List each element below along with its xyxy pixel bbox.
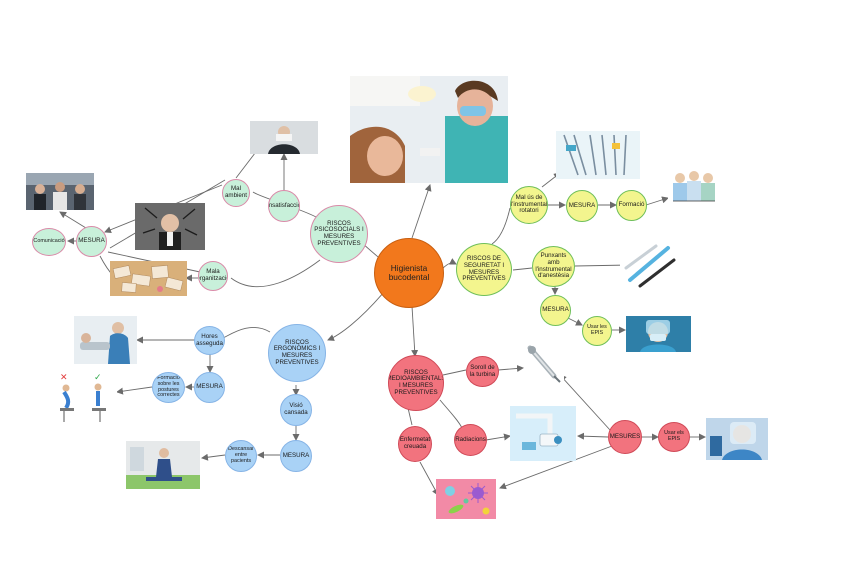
risk-turbine-noise-node: Soroll de la turbina [466,356,499,387]
ergonomic-measure-1-node: MESURA [194,372,225,403]
cluttered-papers-photo [110,261,187,296]
connector [577,432,609,440]
risk-sitting-hours-node: Hores asseguda [194,326,225,355]
connector [485,433,511,441]
safety-measure-2-label: MESURA [542,306,569,314]
businessman-frustrated-photo [250,121,318,154]
measure-use-ppe-label: Usar les EPIS [587,324,607,336]
risk-eye-strain-node: Visió cansada [280,394,312,426]
psychosocial-measure-node: MESURA [76,226,107,257]
svg-text:✕: ✕ [60,373,68,383]
measure-rest-between-patients-label: Descansar entre pacients [228,446,254,464]
risk-eye-strain-label: Visió cansada [284,402,308,416]
risk-rotary-instruments-label: Mal ús de l'instrumental rotatori [510,193,548,215]
central-topic-label: Higienista bucodental [388,263,430,282]
connector [116,386,153,395]
correct-posture-illustration: ✕ ✓ [50,370,117,424]
dental-instruments-photo [556,131,640,179]
hygienist-treating-patient-photo [350,76,508,183]
psychosocial-measure-label: MESURA [78,237,105,245]
svg-text:✓: ✓ [94,373,102,383]
connector [567,317,583,326]
risk-sitting-hours-label: Hores asseguda [196,332,223,347]
needles-syringes-photo [620,240,678,290]
psychosocial-risks-node: RISCOS PSICOSOCIALS I MESURES PREVENTIVE… [310,205,368,263]
office-team-conflict-photo [26,173,94,210]
measure-rest-between-patients-node: Descansar entre pacients [225,440,257,472]
connector [442,258,457,269]
dental-turbine-photo [524,342,564,386]
measure-training-node: Formació [616,190,647,221]
dentist-ergonomics-photo [74,316,137,364]
connector [419,461,439,496]
connector [497,364,524,372]
measure-communication-label: Comunicació [33,238,65,245]
ergonomic-risks-node: RISCOS ERGONÒMICS I MESURES PREVENTIVES [268,324,326,382]
environmental-measures-node: MESURES [608,420,642,454]
ergonomic-measure-1-label: MESURA [196,383,223,391]
connector [512,267,533,271]
connector [442,369,467,376]
virus-bacteria-illustration [436,479,496,519]
risk-rotary-instruments-node: Mal ús de l'instrumental rotatori [510,186,548,224]
ergonomic-measure-2-node: MESURA [280,440,312,472]
measure-posture-training-label: Formació sobre les postures correctes [157,374,180,399]
risk-radiation-node: Radiacions [454,424,487,456]
face-shield-worker-photo [706,418,768,460]
dental-staff-group-illustration [668,166,720,206]
connector [439,399,463,429]
risk-turbine-noise-label: Soroll de la turbina [469,363,496,378]
ergonomic-measure-2-label: MESURA [282,451,310,459]
measure-training-label: Formació [618,201,645,209]
risk-cross-infection-node: Enfermetat creuada [398,426,432,462]
connector [222,327,271,339]
environmental-measures-label: MESURES [609,432,641,440]
dentist-resting-photo [126,441,200,489]
safety-risks-label: RISCOS DE SEGURETAT I MESURES PREVENTIVE… [462,255,506,283]
safety-measure-1-node: MESURA [566,190,598,222]
connector [411,305,419,357]
environmental-risks-node: RISCOS MEDIOAMBIENTALS I MESURES PREVENT… [388,355,444,411]
risk-poor-organization-node: Mala organització [198,261,228,291]
connector [327,291,385,341]
measure-communication-node: Comunicació [32,228,66,256]
safety-measure-2-node: MESURA [540,295,571,326]
risk-radiation-label: Radiacions [455,435,486,443]
safety-risks-node: RISCOS DE SEGURETAT I MESURES PREVENTIVE… [456,243,512,296]
risk-needle-stick-label: Punxants amb l'instrumental d'anestèsia [535,252,572,280]
environmental-risks-label: RISCOS MEDIOAMBIENTALS I MESURES PREVENT… [388,368,444,396]
psychosocial-risks-label: RISCOS PSICOSOCIALS I MESURES PREVENTIVE… [314,219,364,247]
connector [411,184,432,239]
safety-measure-1-label: MESURA [568,201,596,209]
central-topic: Higienista bucodental [374,238,444,308]
measure-posture-training-node: Formació sobre les postures correctes [152,372,185,403]
measure-use-ppe-node: Usar les EPIS [582,316,612,346]
connector [230,259,321,288]
connector [407,407,413,426]
connector [59,211,87,229]
mask-visor-protection-photo [626,316,691,352]
connector [645,196,669,206]
measure-use-ppe-environment-node: Usar els EPIS [658,422,690,452]
risk-needle-stick-node: Punxants amb l'instrumental d'anestèsia [532,246,575,287]
risk-poor-organization-label: Mala organització [198,268,227,282]
connector [491,207,511,245]
ergonomic-risks-label: RISCOS ERGONÒMICS I MESURES PREVENTIVES [273,338,321,366]
risk-cross-infection-label: Enfermetat creuada [399,436,431,450]
measure-use-ppe-environment-label: Usar els EPIS [664,430,684,442]
risk-bad-environment-node: Mal ambient [222,179,250,207]
risk-dissatisfaction-label: Insatisfacció [268,201,300,209]
stressed-worker-photo [135,203,205,250]
risk-bad-environment-label: Mal ambient [224,185,247,199]
connector [499,445,613,490]
dental-xray-arm-photo [510,406,576,461]
risk-dissatisfaction-node: Insatisfacció [268,190,300,222]
connector [201,453,226,461]
connector [559,374,611,431]
